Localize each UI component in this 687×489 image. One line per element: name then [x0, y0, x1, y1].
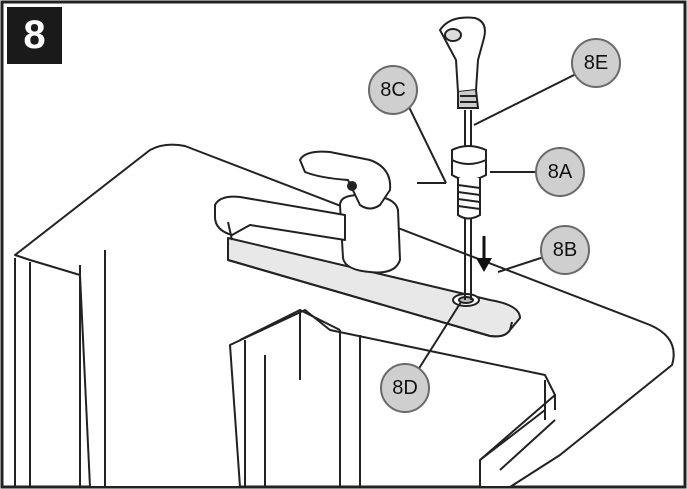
callout-8b: 8B: [540, 225, 590, 275]
sprayer-assembly: [438, 16, 487, 300]
faucet: [213, 150, 401, 274]
step-number-badge: 8: [7, 7, 62, 64]
callout-8c: 8C: [368, 65, 418, 115]
down-arrow-icon: [476, 236, 492, 272]
callout-8e: 8E: [571, 38, 621, 88]
sink-basin: [14, 250, 556, 487]
leader-lines: [407, 72, 579, 371]
countertop: [14, 143, 675, 488]
callout-8d: 8D: [380, 363, 430, 413]
callout-8a: 8A: [535, 147, 585, 197]
